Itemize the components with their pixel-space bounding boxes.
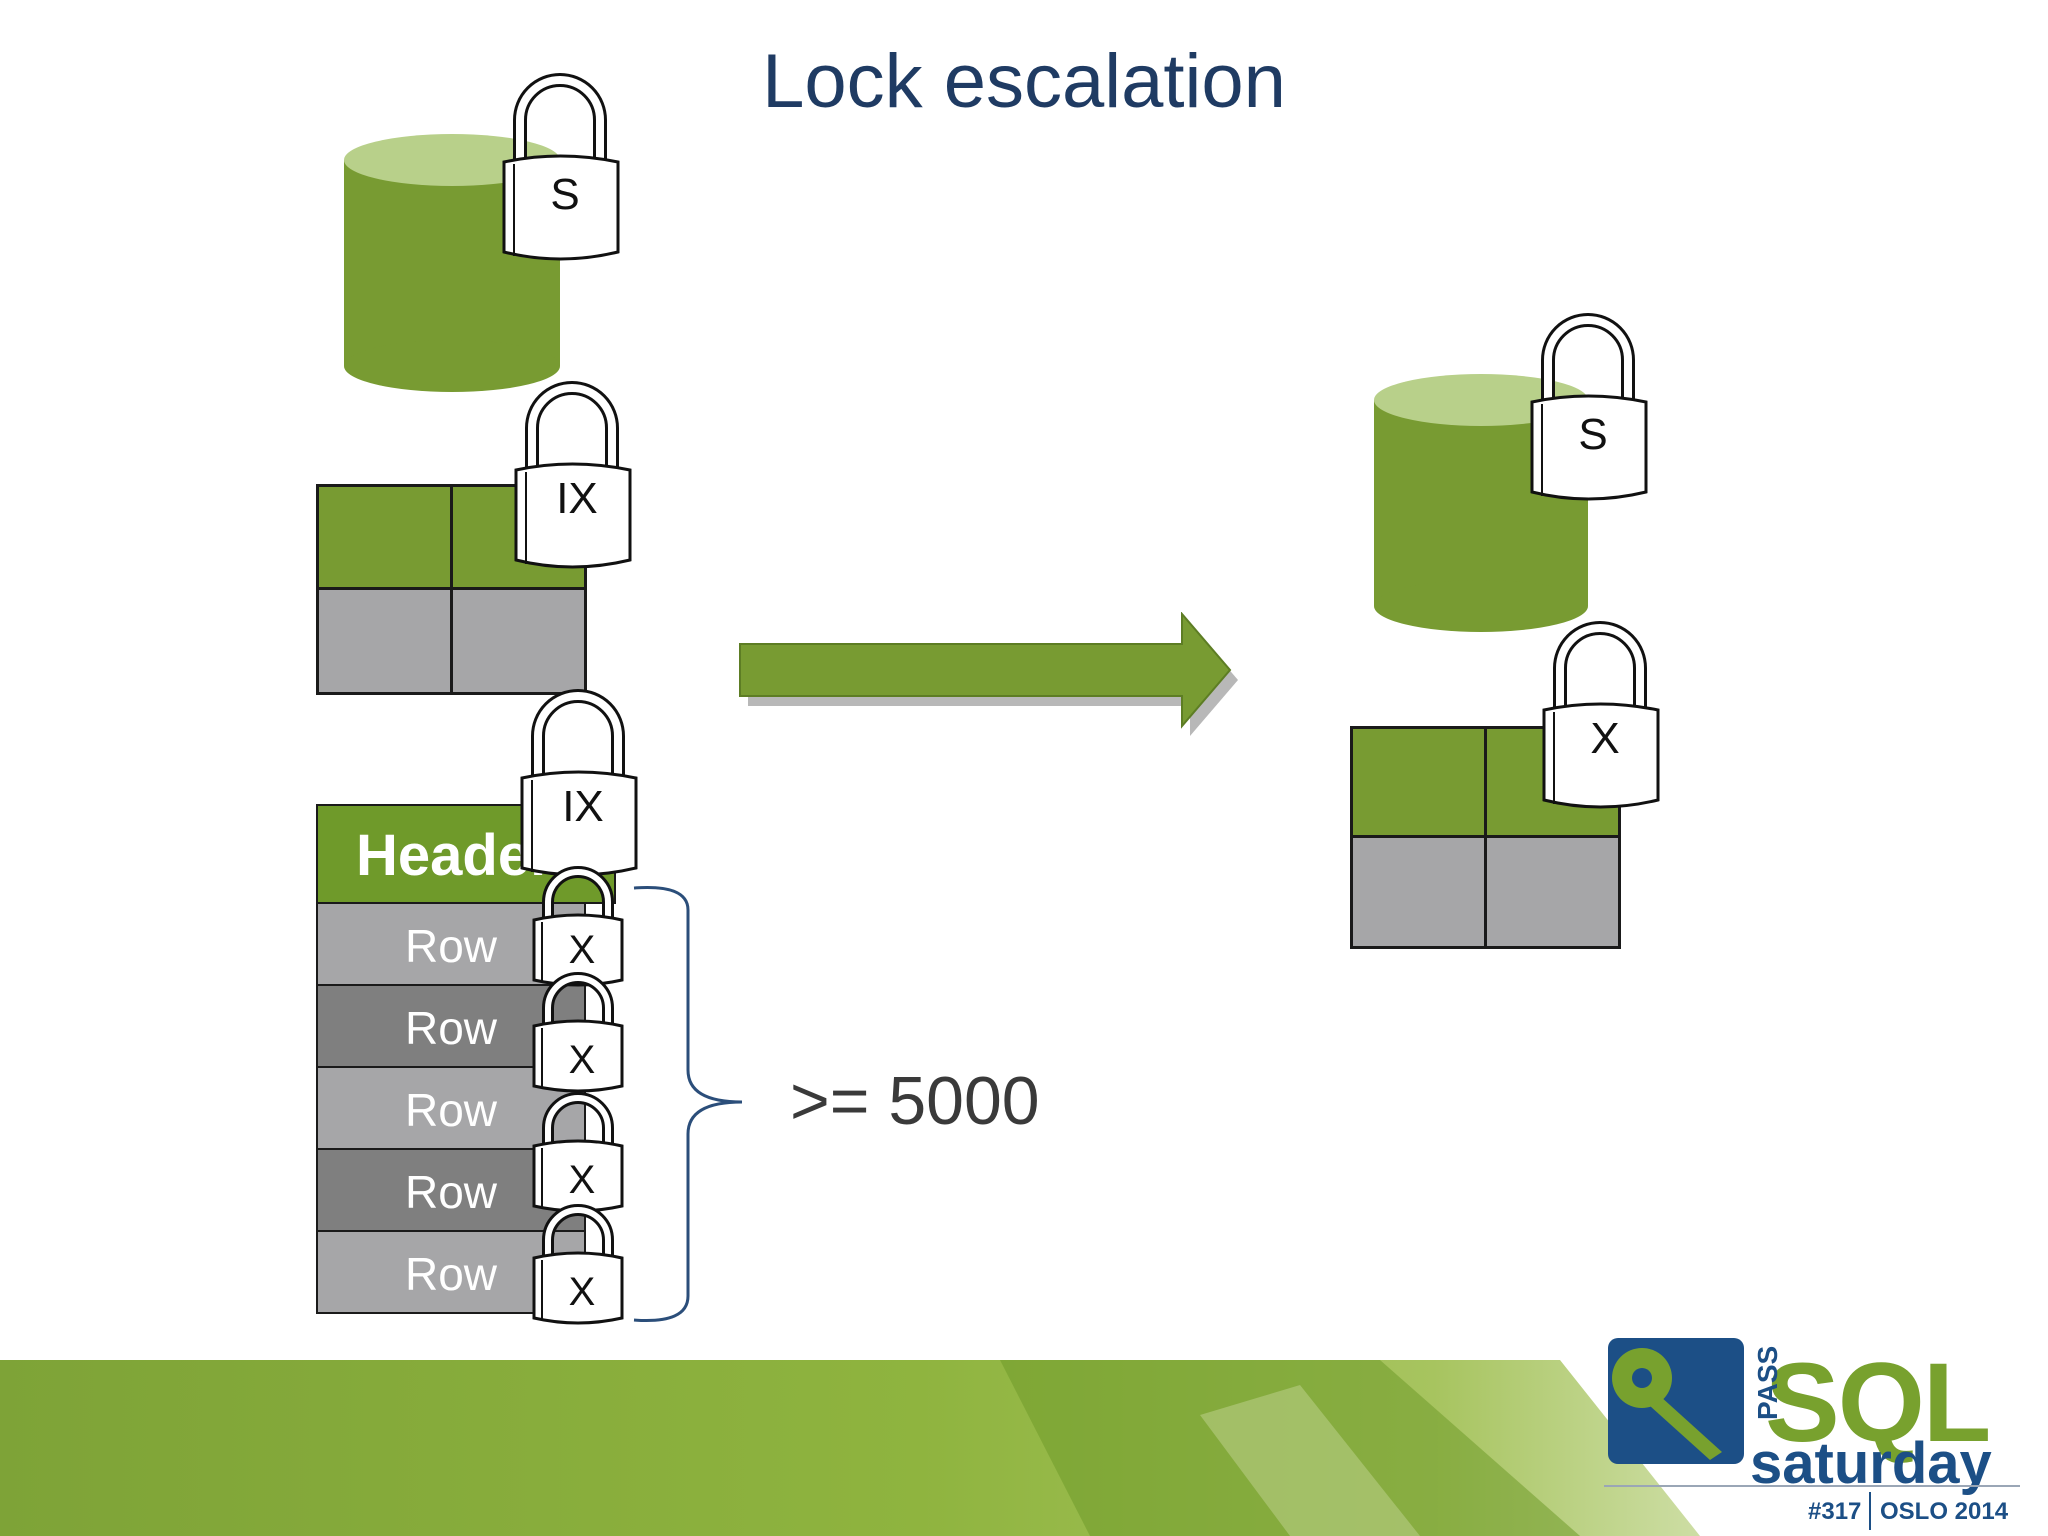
- lock-label: X: [1590, 714, 1620, 763]
- lock-icon: [532, 1092, 624, 1213]
- threshold-label: >= 5000: [790, 1063, 1040, 1139]
- table-row: Row: [316, 1066, 586, 1150]
- logo-sql: SQL: [1765, 1340, 1991, 1465]
- logo-pass: PASS: [1752, 1345, 1783, 1420]
- key-logo-icon: [1608, 1338, 1744, 1464]
- arrow-right-icon: [739, 612, 1238, 736]
- lock-icon: [514, 381, 632, 569]
- lock-icon: [1542, 621, 1660, 809]
- lock-label: X: [568, 928, 596, 972]
- table-cell: [450, 587, 587, 695]
- table-cell: [1484, 835, 1621, 949]
- logo-event-number: #317: [1808, 1498, 1862, 1525]
- lock-label: X: [568, 1270, 596, 1314]
- lock-icon: [1530, 313, 1648, 501]
- lock-icon: [502, 73, 620, 261]
- table-cell: [316, 484, 453, 590]
- lock-label: S: [550, 170, 580, 219]
- lock-icon: [532, 1204, 624, 1325]
- table-cell: [1350, 835, 1487, 949]
- lock-icon: [520, 689, 638, 877]
- lock-label: X: [568, 1158, 596, 1202]
- slide-title: Lock escalation: [762, 39, 1286, 124]
- table-cell: [1350, 726, 1487, 838]
- lock-label: S: [1578, 410, 1608, 459]
- brace-icon: [633, 885, 743, 1322]
- logo-event-place: OSLO 2014: [1880, 1498, 2009, 1525]
- logo-divider: [1604, 1485, 2020, 1530]
- lock-label: IX: [556, 474, 598, 523]
- table-cell: [316, 587, 453, 695]
- lock-icon: [532, 972, 624, 1093]
- lock-label: IX: [562, 782, 604, 831]
- lock-label: X: [568, 1038, 596, 1082]
